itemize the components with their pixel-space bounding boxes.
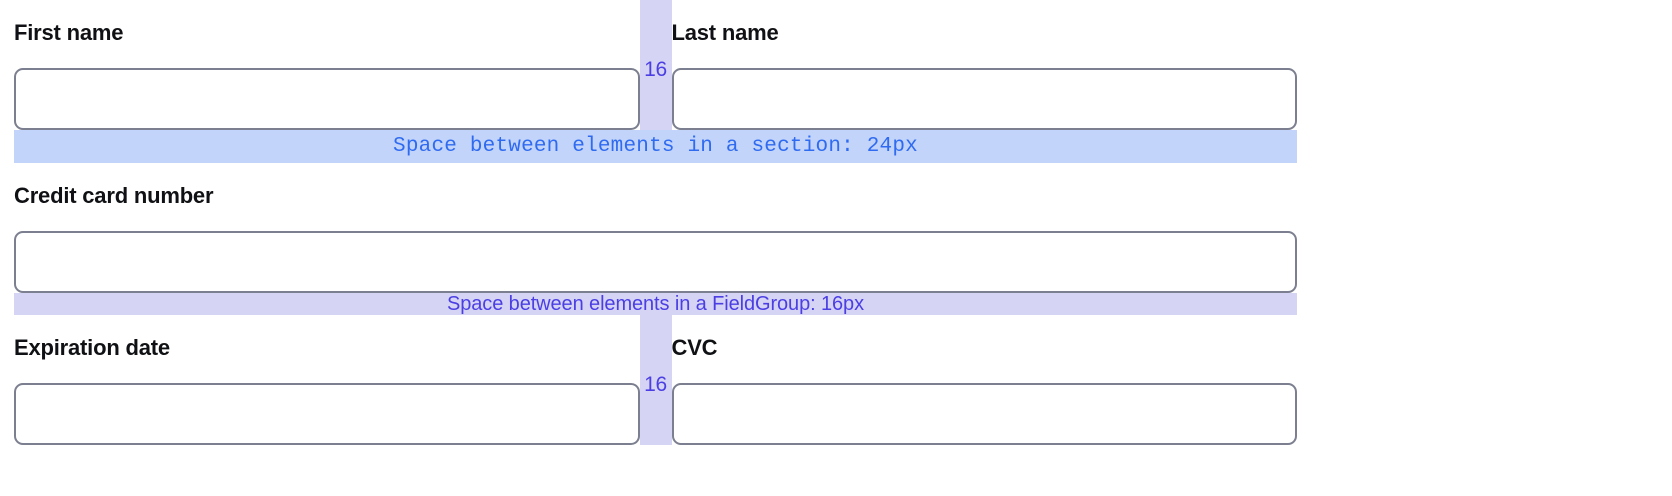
expiration-date-label: Expiration date [14, 335, 170, 360]
first-name-input[interactable] [14, 68, 640, 130]
expiration-date-input[interactable] [14, 383, 640, 445]
name-field-row: First name 16 Last name [14, 0, 1297, 130]
last-name-label: Last name [671, 20, 779, 45]
first-name-label: First name [14, 20, 124, 45]
last-name-field-group: Last name [671, 0, 1297, 130]
gap-size-label-top: 16 [644, 58, 667, 81]
credit-card-number-input[interactable] [14, 231, 1297, 293]
first-name-field-group: First name [14, 0, 640, 130]
expiration-date-field-group: Expiration date [14, 315, 640, 445]
section-spacing-text: Space between elements in a section: 24p… [393, 135, 918, 158]
cvc-label: CVC [671, 335, 718, 360]
gap-annotation-strip-top: 16 [639, 0, 672, 130]
expiry-cvc-field-row: Expiration date 16 CVC [14, 315, 1297, 445]
payment-form: First name 16 Last name Space between el… [14, 0, 1297, 445]
credit-card-field-group: Credit card number [14, 163, 1297, 293]
last-name-input[interactable] [671, 68, 1297, 130]
gap-annotation-strip-bottom: 16 [639, 315, 672, 445]
gap-size-label-bottom: 16 [644, 373, 667, 396]
fieldgroup-spacing-banner: Space between elements in a FieldGroup: … [14, 293, 1297, 315]
section-spacing-banner: Space between elements in a section: 24p… [14, 130, 1297, 163]
cvc-input[interactable] [671, 383, 1297, 445]
credit-card-number-label: Credit card number [14, 183, 214, 208]
fieldgroup-spacing-text: Space between elements in a FieldGroup: … [447, 292, 864, 315]
cvc-field-group: CVC [671, 315, 1297, 445]
